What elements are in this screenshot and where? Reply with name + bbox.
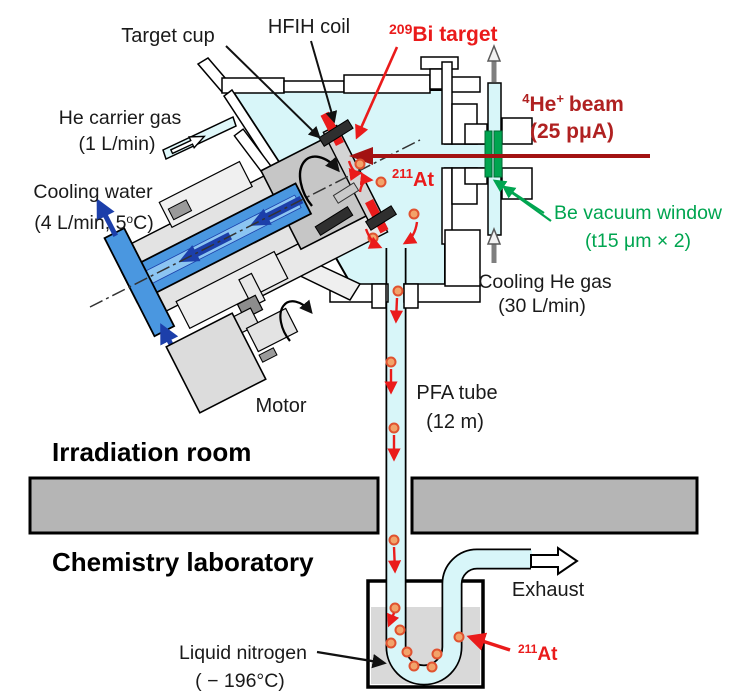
at211-chamber-label: 211At — [392, 166, 434, 191]
pfa-tube — [385, 247, 532, 686]
at211-trap-leader — [466, 632, 511, 652]
target-cup-label: Target cup — [121, 25, 214, 47]
motor-body — [165, 312, 267, 414]
water-outlet-arrow — [96, 198, 118, 237]
at211-trap-label: 211At — [518, 642, 558, 665]
bi-target-label: 209Bi target — [389, 21, 498, 46]
target-cup-leader — [225, 45, 321, 139]
he-flow-arrow-bottom — [486, 226, 502, 263]
wall-left-segment — [28, 476, 380, 535]
cooling-he-label-1: Cooling He gas — [478, 271, 612, 293]
pfa-tube-label-1: PFA tube — [416, 382, 497, 404]
cooling-water-label-2: (4 L/min, 5oC) — [34, 212, 153, 234]
cup-rotation-arrow — [298, 155, 340, 207]
he-carrier-flow-arrow — [169, 135, 206, 155]
motor-rotation-arrow — [279, 299, 313, 342]
cooling-water-label-1: Cooling water — [33, 181, 153, 203]
liquid-nitrogen-label-2: ( − 196°C) — [195, 670, 285, 692]
hfih-coil-label: HFIH coil — [268, 16, 350, 38]
irradiation-room-label: Irradiation room — [52, 437, 251, 467]
wall-right-segment — [410, 476, 699, 535]
he-flow-arrow-top — [486, 43, 502, 82]
be-window-label-2: (t15 μm × 2) — [585, 230, 691, 252]
he-beam-current-label: (25 pμA) — [530, 120, 614, 143]
liquid-nitrogen-label-1: Liquid nitrogen — [179, 642, 307, 664]
he-carrier-label-2: (1 L/min) — [79, 133, 156, 155]
hfih-coil-leader — [310, 40, 338, 124]
exhaust-label: Exhaust — [512, 579, 585, 601]
bi-target-leader — [355, 46, 399, 140]
pfa-tube-label-2: (12 m) — [426, 411, 484, 433]
be-window-leader-2 — [501, 185, 552, 222]
hfih-coil-bar-lower-1 — [314, 206, 354, 236]
water-flow-arrow-1 — [178, 232, 233, 263]
motor-drive — [165, 272, 299, 414]
be-window-label-1: Be vacuum window — [554, 202, 723, 224]
rotation-axis-line — [89, 139, 421, 308]
target-rod — [332, 182, 360, 204]
hfih-coil-bar-lower-2 — [364, 205, 398, 231]
he-beam-label: 4He+beam — [522, 91, 624, 116]
cooling-he-label-2: (30 L/min) — [498, 295, 586, 317]
atom-flow-arrows — [347, 160, 419, 628]
exhaust-arrow — [530, 546, 579, 576]
chemistry-laboratory-label: Chemistry laboratory — [52, 547, 314, 577]
he-carrier-label-1: He carrier gas — [59, 107, 182, 129]
hfih-coil-bar-upper — [318, 119, 354, 147]
motor-label: Motor — [255, 395, 306, 417]
water-flow-arrow-2 — [249, 195, 304, 226]
he-beam-arrowhead — [349, 147, 373, 165]
housing-cap — [167, 199, 193, 221]
liquid-nitrogen-leader — [316, 650, 387, 669]
chamber-top-frame — [196, 56, 481, 94]
